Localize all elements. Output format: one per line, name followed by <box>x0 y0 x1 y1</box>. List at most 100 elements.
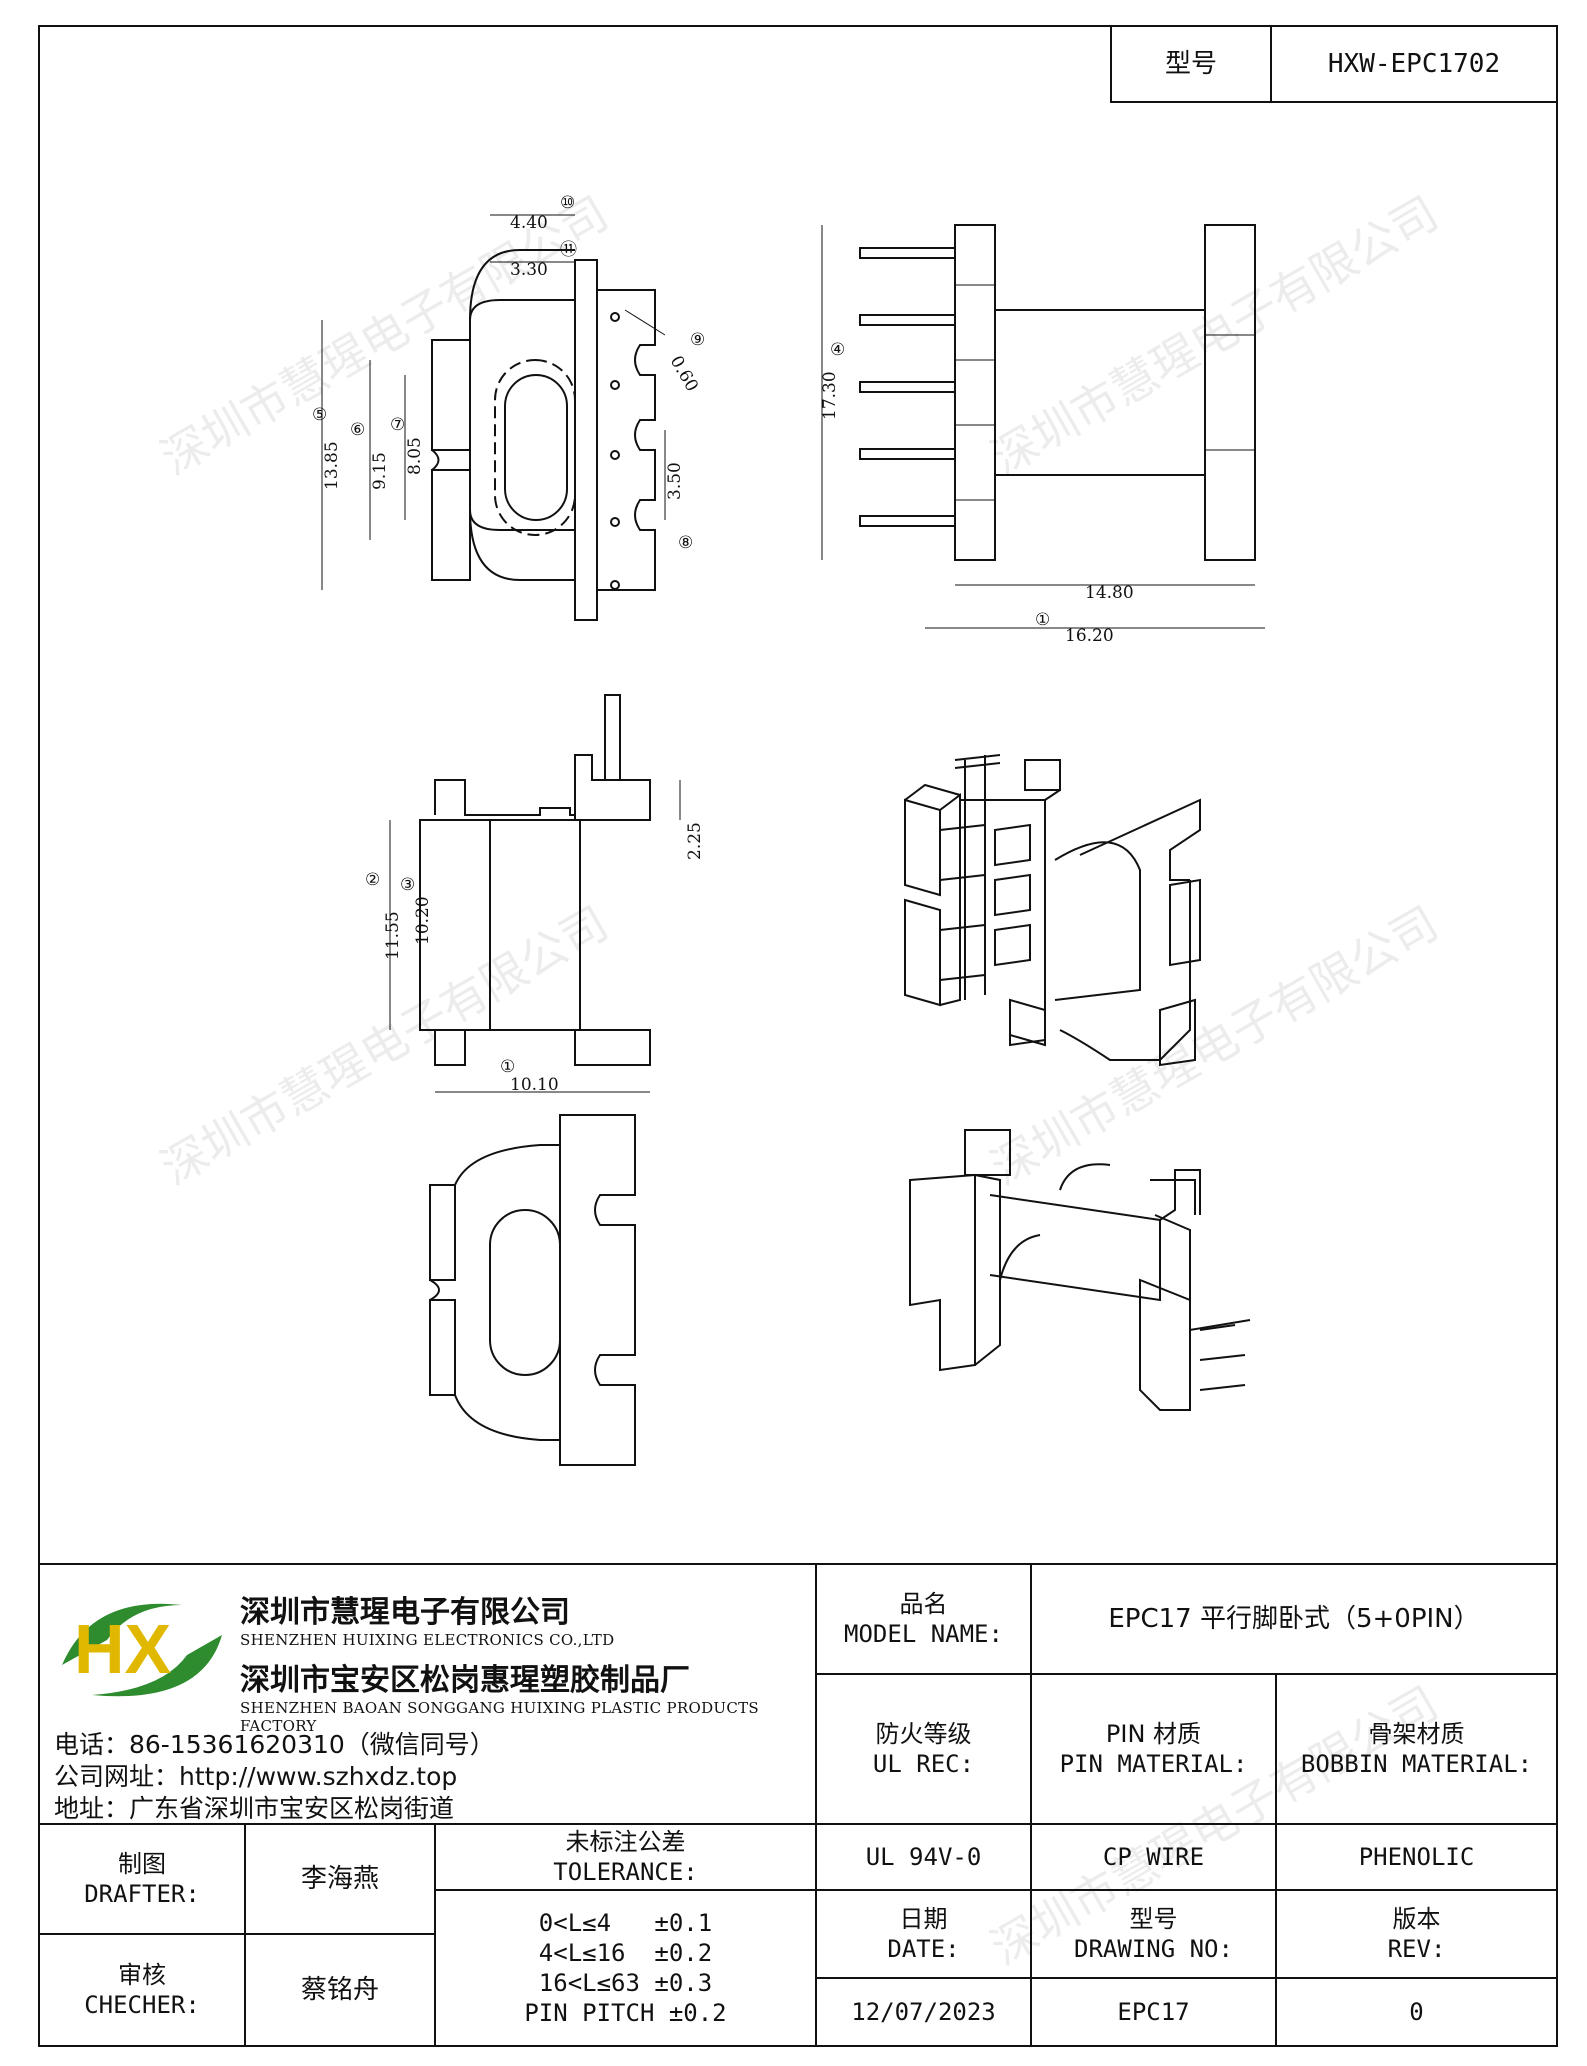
bobbin-material-value: PHENOLIC <box>1358 1843 1475 1871</box>
dim-marker: ⑩ <box>560 193 575 213</box>
bottom-view-tab-lower <box>429 1299 456 1396</box>
drawing-no-label-cell: 型号 DRAWING NO: <box>1030 1889 1277 1979</box>
pin <box>859 314 956 326</box>
top-view-flange <box>574 259 598 621</box>
checker-name-cell: 蔡铭舟 <box>244 1933 436 2047</box>
bottom-view-notch <box>429 1279 440 1301</box>
drafter-label-en: DRAFTER: <box>84 1880 200 1908</box>
bobbin-material-label-en: BOBBIN MATERIAL: <box>1300 1750 1533 1778</box>
checker-label-cn: 审核 <box>118 1961 166 1989</box>
side-view-left-flange <box>954 224 996 561</box>
front-view-pin <box>604 694 621 781</box>
pin-hole <box>610 380 620 390</box>
company-logo-icon: HX <box>62 1603 222 1697</box>
dim-marker: ① <box>1035 610 1050 630</box>
dim-marker: ② <box>365 870 380 890</box>
company-address: 地址：广东省深圳市宝安区松岗街道 <box>54 1794 455 1823</box>
drafter-name: 李海燕 <box>300 1863 379 1894</box>
dim-marker: ⑪ <box>560 240 577 260</box>
dim-label: 17.30 <box>820 371 840 420</box>
dim-label: 14.80 <box>1085 583 1134 603</box>
pin-hole <box>610 450 620 460</box>
ul-rec-label-cell: 防火等级 UL REC: <box>815 1673 1032 1825</box>
rev-label-en: REV: <box>1387 1935 1446 1963</box>
side-view-right-flange <box>1204 224 1256 561</box>
model-name-value: EPC17 平行脚卧式（5+0PIN） <box>1108 1603 1480 1634</box>
company-name-en-2: SHENZHEN BAOAN SONGGANG HUIXING PLASTIC … <box>240 1699 760 1735</box>
drawing-no-label-en: DRAWING NO: <box>1074 1935 1233 1963</box>
model-name-label-cn: 品名 <box>899 1590 948 1618</box>
top-view-notch <box>431 449 440 471</box>
dim-label: 10.10 <box>510 1075 559 1095</box>
top-view-arc-left <box>469 249 575 321</box>
company-name-en-1: SHENZHEN HUIXING ELECTRONICS CO.,LTD <box>240 1631 615 1649</box>
tolerance-line: 0<L≤4 ±0.1 <box>538 1909 713 1937</box>
tolerance-line: PIN PITCH ±0.2 <box>524 1999 727 2027</box>
dim-label: 3.50 <box>665 462 685 500</box>
top-view-pin-header <box>597 289 656 591</box>
bottom-view <box>429 1114 636 1466</box>
model-name-value-cell: EPC17 平行脚卧式（5+0PIN） <box>1030 1563 1558 1675</box>
tolerance-line: 4<L≤16 ±0.2 <box>538 1939 713 1967</box>
company-website: 公司网址：http://www.szhxdz.top <box>54 1762 458 1791</box>
dim-marker: ③ <box>400 875 415 895</box>
drawing-no-value: EPC17 <box>1117 1998 1190 2026</box>
bottom-view-tab-upper <box>429 1184 456 1281</box>
date-value: 12/07/2023 <box>851 1998 996 2026</box>
top-view-tab-upper <box>431 339 471 451</box>
header-model-value: HXW-EPC1702 <box>1327 48 1501 79</box>
dim-label: 4.40 <box>510 213 548 233</box>
model-name-label-cell: 品名 MODEL NAME: <box>815 1563 1032 1675</box>
dim-label: 8.05 <box>405 437 425 475</box>
date-label-en: DATE: <box>887 1935 960 1963</box>
bottom-view-flange <box>559 1114 636 1466</box>
pin-material-value-cell: CP WIRE <box>1030 1823 1277 1891</box>
rev-label-cn: 版本 <box>1392 1905 1441 1933</box>
header-model-label: 型号 <box>1164 48 1217 79</box>
tolerance-values-cell: 0<L≤4 ±0.1 4<L≤16 ±0.2 16<L≤63 ±0.3 PIN … <box>434 1889 817 2047</box>
dim-marker: ⑨ <box>690 330 705 350</box>
drawing-no-value-cell: EPC17 <box>1030 1977 1277 2047</box>
dim-marker: ① <box>500 1057 515 1077</box>
dim-label: 16.20 <box>1065 626 1114 646</box>
date-label-cn: 日期 <box>899 1905 948 1933</box>
rev-label-cell: 版本 REV: <box>1275 1889 1558 1979</box>
isometric-view-bottom <box>909 1129 1251 1411</box>
dim-label: 0.60 <box>666 353 702 396</box>
pin <box>859 247 956 259</box>
tolerance-label-en: TOLERANCE: <box>553 1858 698 1886</box>
engineering-drawing: 4.40 3.30 0.60 13.85 9.15 8.05 3.50 ⑩ ⑪ … <box>312 193 1265 1466</box>
bobbin-material-label-cell: 骨架材质 BOBBIN MATERIAL: <box>1275 1673 1558 1825</box>
pin-material-label-en: PIN MATERIAL: <box>1059 1750 1248 1778</box>
drawing-no-label-cn: 型号 <box>1129 1905 1178 1933</box>
checker-label-en: CHECHER: <box>84 1991 200 2019</box>
date-label-cell: 日期 DATE: <box>815 1889 1032 1979</box>
ul-rec-label-en: UL REC: <box>872 1750 975 1778</box>
pin-hole <box>610 312 620 322</box>
pin-hole <box>610 517 620 527</box>
front-view-bottom-outline <box>420 1029 651 1066</box>
top-view-window <box>494 359 576 536</box>
dim-marker: ⑦ <box>390 415 405 435</box>
dim-marker: ⑧ <box>678 533 693 553</box>
tolerance-label-cn: 未标注公差 <box>565 1828 686 1856</box>
top-view-arc-bottom <box>469 509 575 581</box>
dim-line <box>624 309 666 336</box>
company-info: HX 深圳市慧瑆电子有限公司 SHENZHEN HUIXING ELECTRON… <box>40 1565 815 1823</box>
logo-text: HX <box>74 1610 172 1688</box>
front-view-body <box>419 819 581 1031</box>
top-view <box>321 214 666 621</box>
tolerance-line: 16<L≤63 ±0.3 <box>538 1969 713 1997</box>
bobbin-material-value-cell: PHENOLIC <box>1275 1823 1558 1891</box>
header-model-value-cell: HXW-EPC1702 <box>1270 25 1558 103</box>
checker-label-cell: 审核 CHECHER: <box>38 1933 246 2047</box>
rev-value-cell: 0 <box>1275 1977 1558 2047</box>
top-view-core-outline <box>469 299 576 531</box>
tolerance-label-cell: 未标注公差 TOLERANCE: <box>434 1823 817 1891</box>
pin <box>859 381 956 393</box>
dim-marker: ⑥ <box>350 420 365 440</box>
dim-label: 3.30 <box>510 260 548 280</box>
drafter-name-cell: 李海燕 <box>244 1823 436 1935</box>
company-name-cn-1: 深圳市慧瑆电子有限公司 <box>240 1595 570 1630</box>
model-name-label-en: MODEL NAME: <box>844 1620 1003 1648</box>
